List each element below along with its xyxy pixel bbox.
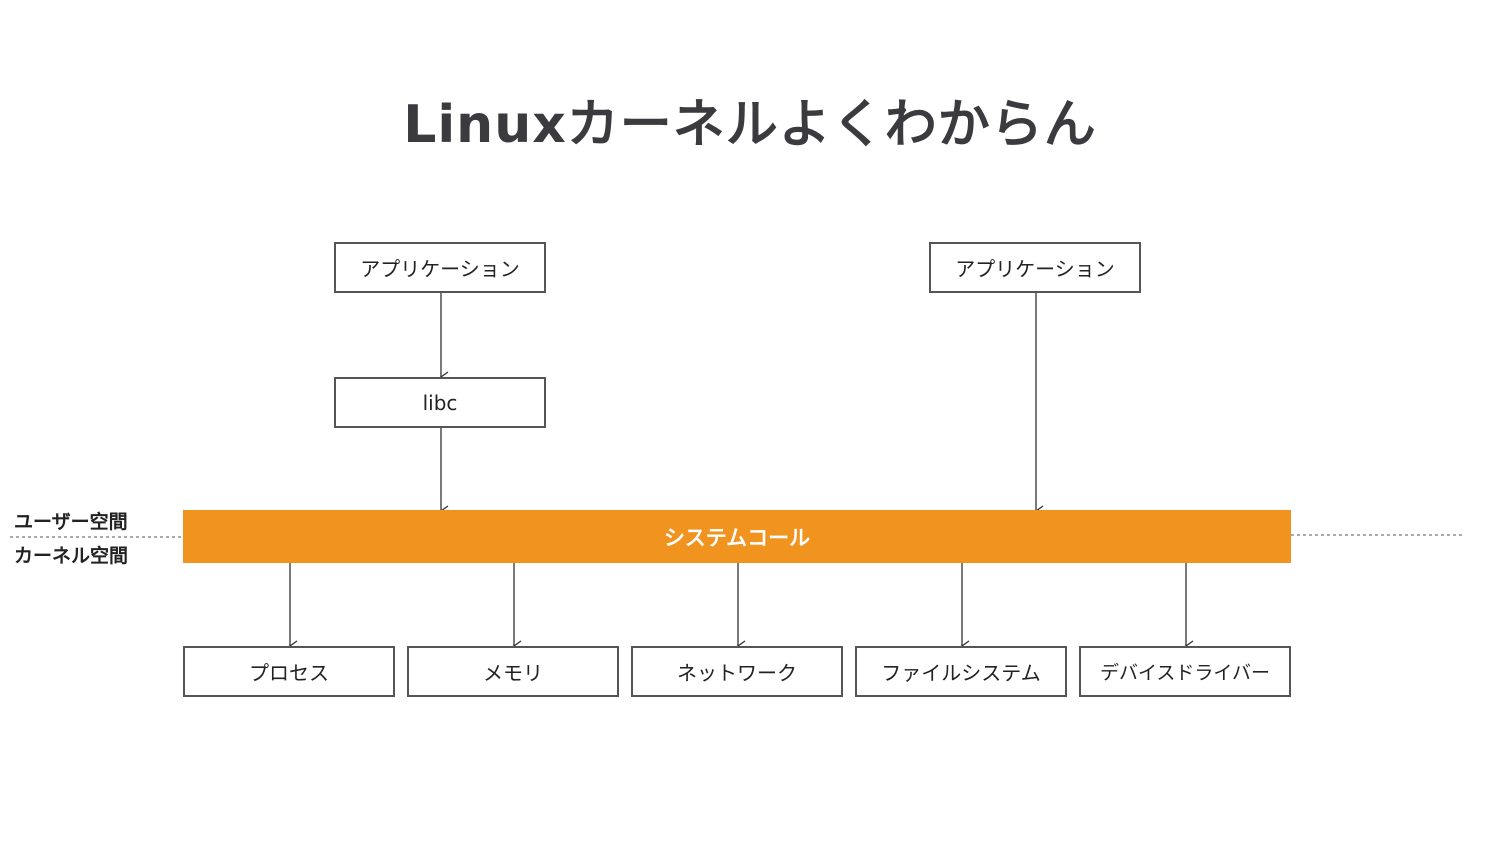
application-box-2: アプリケーション: [929, 242, 1141, 293]
memory-box: メモリ: [407, 646, 619, 697]
libc-box: libc: [334, 377, 546, 428]
process-box: プロセス: [183, 646, 395, 697]
application-box-1: アプリケーション: [334, 242, 546, 293]
network-box: ネットワーク: [631, 646, 843, 697]
device-driver-box: デバイスドライバー: [1079, 646, 1291, 697]
kernel-space-label: カーネル空間: [14, 545, 129, 567]
filesystem-box: ファイルシステム: [855, 646, 1067, 697]
system-call-bar: システムコール: [183, 510, 1291, 563]
user-space-label: ユーザー空間: [14, 511, 128, 533]
page-title: Linuxカーネルよくわからん: [403, 95, 1097, 155]
